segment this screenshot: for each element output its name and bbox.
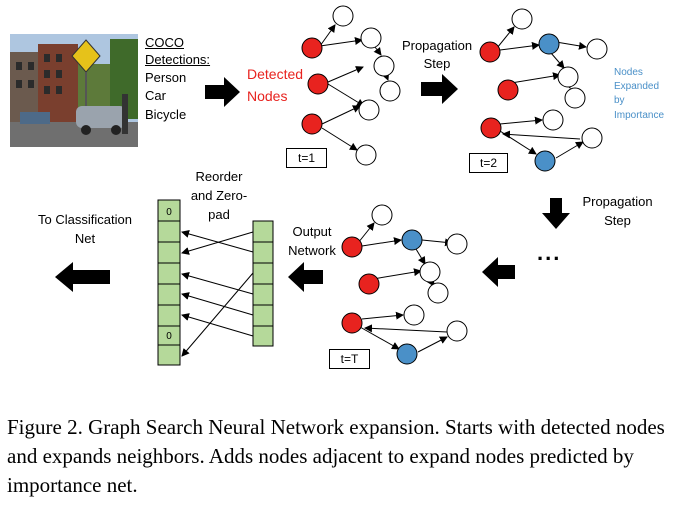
block-arrow-left-2 bbox=[288, 262, 323, 292]
coco-item-car: Car bbox=[145, 88, 166, 103]
node-detected bbox=[301, 113, 323, 135]
reorder-label-3: pad bbox=[208, 207, 230, 222]
coco-photo bbox=[10, 34, 138, 147]
propagation-label-2a: Propagation bbox=[582, 194, 653, 209]
node bbox=[379, 80, 401, 102]
expanded-label-2: Expanded bbox=[614, 81, 660, 92]
output-vector bbox=[252, 220, 274, 347]
expanded-label-1: Nodes bbox=[614, 67, 643, 78]
node-detected bbox=[341, 312, 363, 334]
coco-item-bicycle: Bicycle bbox=[145, 107, 187, 122]
node bbox=[557, 66, 579, 88]
node bbox=[403, 304, 425, 326]
classnet-label-1: To Classification bbox=[38, 212, 132, 227]
propagation-label-2b: Step bbox=[604, 213, 631, 228]
coco-title: COCO bbox=[145, 35, 184, 50]
diagram: COCO Detections: Person Car Bicycle Dete… bbox=[10, 5, 665, 369]
expanded-label-4: Importance bbox=[614, 110, 665, 121]
reorder-arrows bbox=[181, 230, 254, 357]
block-arrow-down bbox=[542, 198, 570, 229]
ellipsis: ... bbox=[537, 240, 562, 265]
reordered-vector bbox=[157, 199, 181, 366]
block-arrow-left-3 bbox=[55, 262, 110, 292]
node bbox=[586, 38, 608, 60]
node-detected bbox=[341, 236, 363, 258]
timestep-label-tT: t=T bbox=[329, 349, 370, 369]
output-label-2: Network bbox=[288, 243, 336, 258]
node bbox=[564, 87, 586, 109]
figure-caption: Figure 2. Graph Search Neural Network ex… bbox=[7, 415, 665, 497]
node-expanded bbox=[534, 150, 556, 172]
node bbox=[419, 261, 441, 283]
expanded-label-3: by bbox=[614, 95, 625, 106]
node bbox=[373, 55, 395, 77]
node-detected bbox=[358, 273, 380, 295]
node-expanded bbox=[396, 343, 418, 365]
graph-canvas: 0 0 bbox=[55, 5, 608, 366]
reorder-label-1: Reorder bbox=[195, 169, 243, 184]
node-detected bbox=[497, 79, 519, 101]
timestep-label-t1: t=1 bbox=[286, 148, 327, 168]
node-detected bbox=[301, 37, 323, 59]
node bbox=[427, 282, 449, 304]
timestep-label-t2: t=2 bbox=[469, 153, 508, 173]
block-arrow-left-1 bbox=[482, 257, 515, 287]
node bbox=[581, 127, 603, 149]
block-arrow-right-2 bbox=[421, 74, 458, 104]
detected-label-1: Detected bbox=[247, 66, 304, 82]
zero-cell-top: 0 bbox=[166, 207, 172, 218]
node-detected bbox=[307, 73, 329, 95]
node-expanded bbox=[401, 229, 423, 251]
coco-item-person: Person bbox=[145, 70, 187, 85]
graph-t1 bbox=[319, 24, 390, 151]
node bbox=[360, 27, 382, 49]
node-detected bbox=[332, 5, 354, 27]
node bbox=[542, 109, 564, 131]
node-detected bbox=[479, 41, 501, 63]
node bbox=[371, 204, 393, 226]
block-arrow-right-1 bbox=[205, 77, 240, 107]
classnet-label-2: Net bbox=[74, 231, 96, 246]
node bbox=[446, 320, 468, 342]
node bbox=[511, 8, 533, 30]
node-detected bbox=[480, 117, 502, 139]
propagation-label-1a: Propagation bbox=[401, 38, 473, 53]
node bbox=[446, 233, 468, 255]
graph-tT bbox=[357, 222, 453, 353]
coco-subtitle: Detections: bbox=[145, 52, 211, 67]
node-expanded bbox=[538, 33, 560, 55]
propagation-label-1b: Step bbox=[423, 56, 451, 71]
node bbox=[355, 144, 377, 166]
output-label-1: Output bbox=[292, 224, 332, 239]
zero-cell-bottom: 0 bbox=[166, 331, 172, 342]
reorder-label-2: and Zero- bbox=[190, 188, 248, 203]
node bbox=[358, 99, 380, 121]
detected-label-2: Nodes bbox=[247, 88, 288, 104]
